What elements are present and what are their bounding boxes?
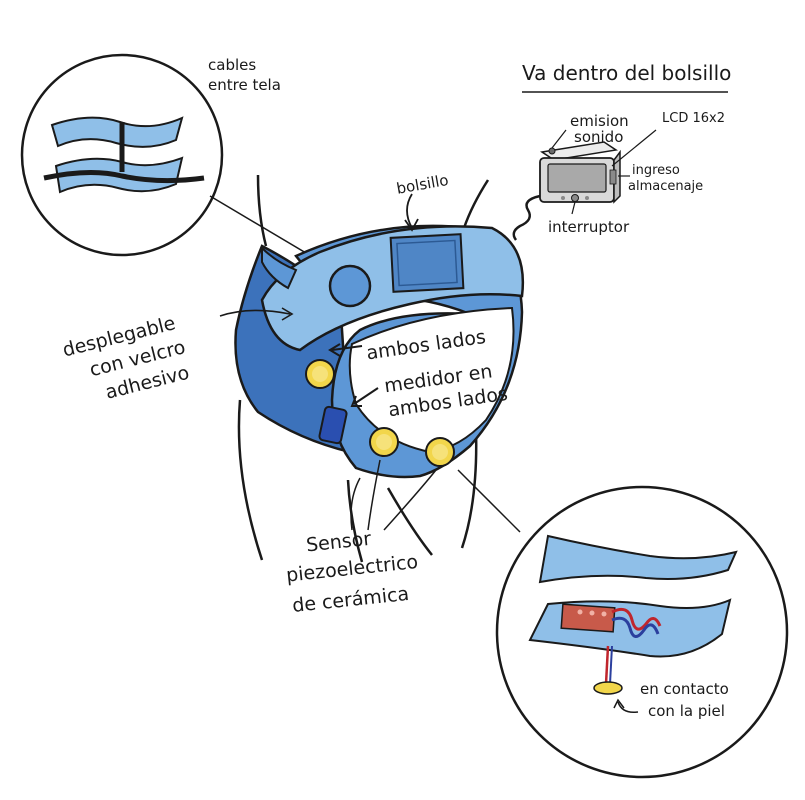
wire-blue bbox=[611, 616, 660, 638]
ingreso-label-line1: ingreso bbox=[632, 163, 680, 178]
inset-fabric-top bbox=[538, 534, 738, 584]
device-illustration bbox=[512, 129, 657, 241]
cables-label-line2: entre tela bbox=[208, 76, 281, 94]
sensor-leader-1 bbox=[350, 477, 361, 531]
interruptor-pointer bbox=[571, 201, 576, 215]
button-left bbox=[561, 196, 565, 200]
meter-pad bbox=[318, 405, 348, 445]
ambos-lados-arrowhead bbox=[328, 343, 341, 357]
sensor-leader-3 bbox=[383, 469, 437, 531]
cable-horizontal bbox=[43, 169, 205, 184]
emision-pointer bbox=[551, 129, 567, 149]
contacto-label-line2: con la piel bbox=[648, 702, 725, 720]
pocket-inner bbox=[396, 239, 458, 287]
sensor-label-line1: Sensor bbox=[305, 528, 372, 557]
body-outline bbox=[237, 174, 490, 563]
device-title: Va dentro del bolsillo bbox=[522, 61, 731, 85]
wire-red bbox=[611, 607, 662, 631]
medidor-arrowhead bbox=[350, 395, 362, 407]
storage-slot bbox=[609, 169, 617, 185]
lead-to-skin-blue bbox=[609, 645, 613, 685]
sensor-inset bbox=[495, 485, 789, 779]
skin-contact-disc bbox=[593, 681, 623, 695]
lcd-screen bbox=[547, 163, 607, 193]
sensor-label-line2: piezoelectrico bbox=[285, 551, 419, 587]
sensor-disc-2 bbox=[369, 427, 399, 457]
piezo-element bbox=[560, 603, 616, 633]
inner-thigh-left bbox=[346, 479, 364, 563]
ingreso-label-line2: almacenaje bbox=[628, 179, 703, 194]
sensor-leader-2 bbox=[367, 459, 381, 531]
contacto-arrow bbox=[617, 701, 639, 714]
lcd-label: LCD 16x2 bbox=[662, 111, 725, 126]
piezo-dot-2 bbox=[589, 610, 595, 616]
torso-right-edge bbox=[462, 179, 490, 229]
sensor-disc-1 bbox=[305, 359, 335, 389]
sensor-label-line3: de cerámica bbox=[291, 583, 410, 617]
pocket bbox=[389, 233, 465, 293]
desplegable-arrowhead bbox=[281, 307, 294, 321]
lcd-pointer bbox=[611, 129, 657, 167]
button-right bbox=[585, 196, 589, 200]
contacto-arrowhead bbox=[613, 698, 625, 709]
leg-right-edge bbox=[460, 429, 478, 549]
ambos-lados-arrow bbox=[331, 345, 363, 351]
device-cable bbox=[512, 194, 541, 241]
sensor-inset-leader-line bbox=[457, 469, 521, 533]
inner-thigh-right bbox=[386, 487, 433, 556]
emision-label-line1: emision bbox=[570, 112, 629, 130]
cable-port-circle bbox=[328, 264, 372, 308]
garment bbox=[234, 224, 525, 479]
cables-label-line1: cables bbox=[208, 56, 256, 74]
piezo-dot-3 bbox=[601, 611, 607, 617]
garment-inner-white bbox=[348, 306, 515, 454]
fabric-layer-top bbox=[50, 116, 184, 148]
desplegable-arrow bbox=[219, 309, 291, 317]
cables-inset bbox=[20, 53, 339, 273]
switch-button bbox=[571, 194, 579, 202]
bolsillo-label: bolsillo bbox=[395, 171, 450, 198]
device-body-side bbox=[613, 149, 621, 204]
buzzer-icon bbox=[548, 147, 556, 155]
bolsillo-arrowhead bbox=[404, 218, 419, 232]
piezo-dot-1 bbox=[577, 609, 583, 615]
bolsillo-arrow bbox=[406, 193, 413, 229]
emision-label-line2: sonido bbox=[574, 128, 623, 146]
medidor-arrow bbox=[353, 387, 379, 405]
leg-left-edge bbox=[237, 399, 264, 561]
contacto-label-line1: en contacto bbox=[640, 680, 729, 698]
interruptor-label: interruptor bbox=[548, 218, 630, 236]
sensor-disc-3 bbox=[425, 437, 455, 467]
lead-to-skin bbox=[604, 645, 610, 685]
velcro-flap bbox=[261, 245, 298, 290]
torso-left-edge bbox=[256, 174, 268, 247]
